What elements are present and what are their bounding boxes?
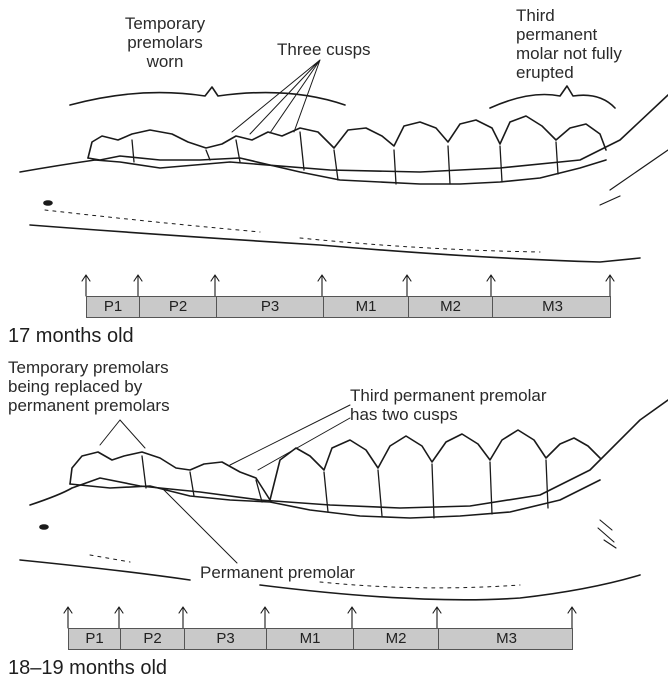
bottom-arrows <box>64 607 576 628</box>
label-being-replaced: Temporary premolars being replaced by pe… <box>8 358 170 415</box>
top-segment-m1: M1 <box>323 297 408 317</box>
top-brace-right <box>490 86 615 108</box>
bottom-segment-p3: P3 <box>184 629 266 649</box>
top-segment-m3: M3 <box>492 297 612 317</box>
bottom-segment-m1: M1 <box>266 629 353 649</box>
top-segment-p1: P1 <box>87 297 139 317</box>
top-jaw-drawing <box>20 60 668 262</box>
label-third-permanent-premolar: Third permanent premolar has two cusps <box>350 386 547 424</box>
age-label-top: 17 months old <box>8 325 134 347</box>
top-segment-p2: P2 <box>139 297 216 317</box>
top-cusp-pointers <box>232 60 320 134</box>
bottom-segment-m3: M3 <box>438 629 574 649</box>
top-tooth-bar: P1 P2 P3 M1 M2 M3 <box>86 296 611 318</box>
bottom-segment-m2: M2 <box>353 629 438 649</box>
bottom-segment-p2: P2 <box>120 629 184 649</box>
top-teeth-outline <box>88 116 606 158</box>
label-temporary-premolars-worn: Temporary premolars worn <box>101 14 229 71</box>
age-label-bottom: 18–19 months old <box>8 657 167 679</box>
top-segment-p3: P3 <box>216 297 323 317</box>
bottom-segment-p1: P1 <box>69 629 120 649</box>
top-arrows <box>82 275 614 296</box>
bottom-tooth-bar: P1 P2 P3 M1 M2 M3 <box>68 628 573 650</box>
bottom-teeth-outline <box>70 430 600 500</box>
bottom-pointer-replaced <box>100 420 145 448</box>
label-third-permanent-molar: Third permanent molar not fully erupted <box>516 6 622 82</box>
label-three-cusps: Three cusps <box>277 40 371 59</box>
label-permanent-premolar: Permanent premolar <box>200 563 355 582</box>
top-brace-left <box>70 87 345 105</box>
bottom-pointer-third <box>230 405 350 470</box>
top-segment-m2: M2 <box>408 297 492 317</box>
